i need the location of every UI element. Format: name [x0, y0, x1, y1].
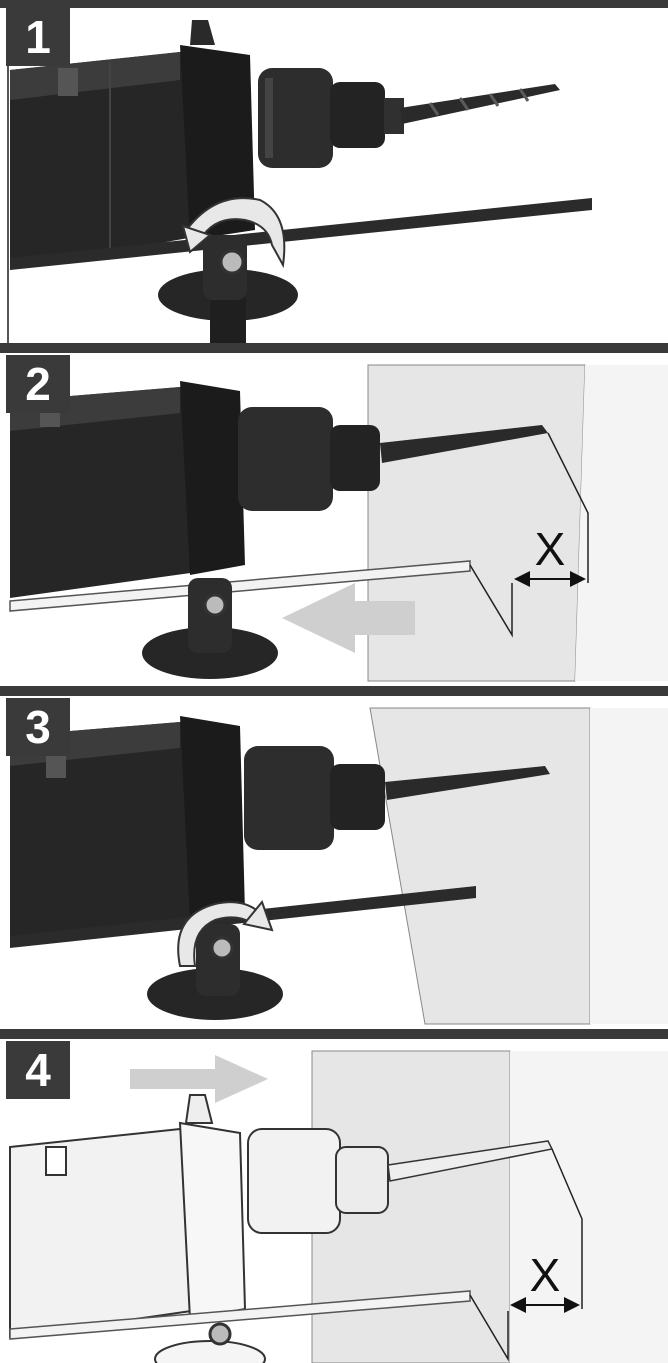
step-2-illustration: X — [0, 343, 668, 682]
measure-label: X — [535, 523, 566, 575]
step-4-illustration: X — [0, 1029, 668, 1363]
measure-label: X — [530, 1249, 561, 1301]
depth-rod-icon — [10, 198, 592, 270]
dimension-arrow-icon — [514, 571, 586, 587]
step-number-badge: 2 — [6, 355, 70, 413]
drill-icon — [10, 381, 548, 598]
step-3-illustration — [0, 686, 668, 1025]
header-bar — [0, 1029, 668, 1039]
rotate-arrow-icon — [181, 197, 286, 269]
step-number-badge: 4 — [6, 1041, 70, 1099]
step-1-panel: 1 — [0, 0, 668, 343]
step-1-illustration — [0, 0, 668, 343]
wall-icon — [369, 707, 668, 1025]
drill-icon — [10, 20, 560, 270]
wall-icon — [311, 1050, 668, 1363]
header-bar — [0, 686, 668, 696]
step-3-panel: 3 — [0, 686, 668, 1029]
dimension-arrow-icon — [510, 1297, 580, 1313]
header-bar — [0, 343, 668, 353]
step-4-panel: X 4 — [0, 1029, 668, 1363]
depth-rod-icon — [9, 1290, 471, 1340]
direction-arrow-icon — [282, 583, 415, 653]
header-bar — [0, 0, 668, 8]
step-number-badge: 3 — [6, 698, 70, 756]
direction-arrow-icon — [130, 1055, 268, 1103]
step-number-badge: 1 — [6, 8, 70, 66]
depth-rod-icon — [9, 560, 471, 612]
drill-icon — [9, 1094, 554, 1339]
rotate-arrow-icon — [177, 899, 274, 967]
step-2-panel: X 2 — [0, 343, 668, 686]
